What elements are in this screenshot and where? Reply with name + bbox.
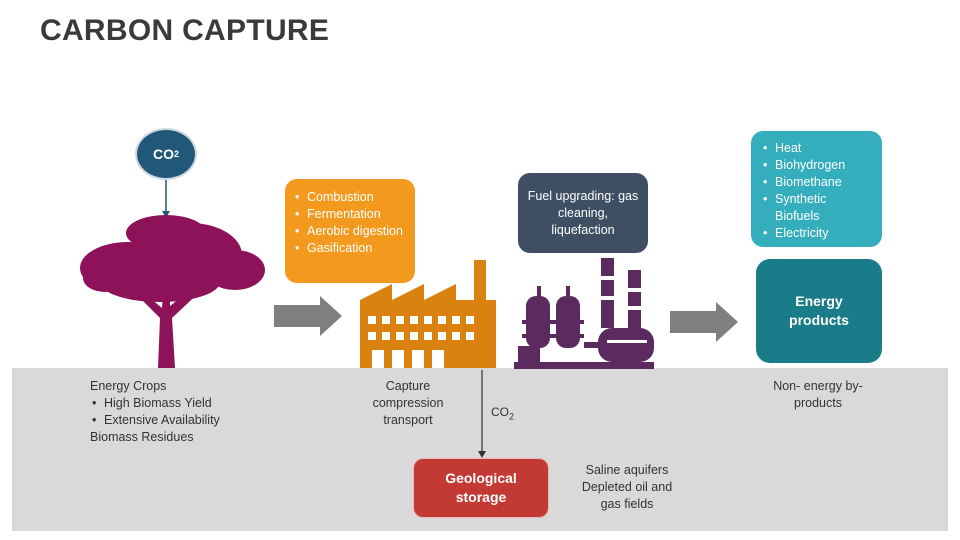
energy-products-line1: Energy [795, 293, 843, 309]
non-energy-text: Non- energy by- products [766, 378, 870, 412]
crops-heading: Energy Crops [90, 379, 167, 393]
capture-line3: transport [383, 413, 433, 427]
crops-item-availability: Extensive Availability [90, 412, 220, 429]
non-energy-line2: products [794, 396, 842, 410]
saline-line3: gas fields [600, 497, 654, 511]
co2-bubble-main: CO [152, 146, 174, 162]
use-item-synthetic-biofuels: Synthetic Biofuels [761, 191, 872, 225]
non-energy-line1: Non- energy by- [773, 379, 863, 393]
geological-line1: Geological [445, 470, 517, 486]
refinery-icon [514, 258, 654, 369]
fuel-upgrading-box: Fuel upgrading: gas cleaning, liquefacti… [518, 173, 648, 253]
refinery-stripes [601, 276, 647, 343]
crops-item-yield: High Biomass Yield [90, 395, 220, 412]
geological-line2: storage [455, 489, 507, 505]
use-item-biomethane: Biomethane [761, 174, 872, 191]
energy-products-line2: products [789, 312, 849, 328]
flow-arrow-1 [274, 296, 342, 336]
co2-label-sub: 2 [509, 411, 515, 422]
energy-uses-box: Heat Biohydrogen Biomethane Synthetic Bi… [751, 131, 882, 247]
geological-storage-box: Geological storage [413, 458, 549, 518]
co2-bubble-sub: 2 [173, 149, 179, 159]
co2-down-arrow [162, 180, 170, 218]
capture-line1: Capture [385, 379, 431, 393]
factory-icon [360, 260, 496, 368]
storage-down-arrow [478, 370, 486, 458]
co2-label-main: CO [491, 405, 509, 419]
crops-footer: Biomass Residues [90, 430, 194, 444]
use-item-heat: Heat [761, 140, 872, 157]
process-box: Combustion Fermentation Aerobic digestio… [285, 179, 415, 283]
saline-line1: Saline aquifers [585, 463, 669, 477]
use-item-electricity: Electricity [761, 225, 872, 242]
fuel-upgrading-text: Fuel upgrading: gas cleaning, liquefacti… [527, 188, 639, 237]
capture-line2: compression [372, 396, 444, 410]
energy-products-box: Energy products [756, 259, 882, 363]
capture-text: Capture compression transport [360, 378, 456, 429]
process-item-fermentation: Fermentation [293, 206, 407, 223]
use-item-biohydrogen: Biohydrogen [761, 157, 872, 174]
tree-icon [80, 215, 265, 368]
process-item-combustion: Combustion [293, 189, 407, 206]
energy-crops-text: Energy Crops High Biomass Yield Extensiv… [90, 378, 220, 446]
saline-line2: Depleted oil and [581, 480, 673, 494]
co2-label: CO2 [491, 405, 514, 421]
process-item-gasification: Gasification [293, 240, 407, 257]
storage-options-text: Saline aquifers Depleted oil and gas fie… [575, 462, 679, 513]
page-title: CARBON CAPTURE [40, 14, 330, 47]
process-item-aerobic-digestion: Aerobic digestion [293, 223, 407, 240]
flow-arrow-2 [670, 302, 738, 342]
